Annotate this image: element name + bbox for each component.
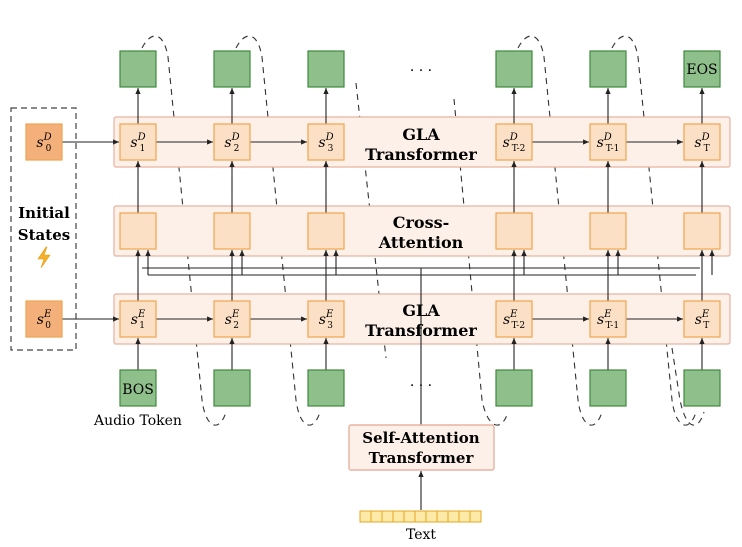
text-token-cell xyxy=(370,510,383,523)
output-token xyxy=(213,50,251,88)
cross-attention-node xyxy=(683,212,721,250)
text-token-cell xyxy=(425,510,438,523)
decoder-state-box xyxy=(589,123,627,161)
self-attention-box xyxy=(348,424,495,471)
audio-token-caption: Audio Token xyxy=(93,413,182,429)
text-token-cell xyxy=(359,510,372,523)
decoder-gla-title-line2: Transformer xyxy=(365,145,477,164)
connectors xyxy=(62,88,715,510)
output-tokens-ellipsis: · · · xyxy=(410,63,432,79)
text-token-cell xyxy=(436,510,449,523)
encoder-state-box xyxy=(119,300,157,338)
initial-encoder-state-box xyxy=(25,300,63,338)
bos-label: BOS xyxy=(122,382,154,398)
input-token xyxy=(683,369,721,407)
decoder-gla-title-line1: GLA xyxy=(402,125,440,144)
decoder-state-box xyxy=(307,123,345,161)
output-token xyxy=(589,50,627,88)
cross-attention-title-line1: Cross- xyxy=(393,213,450,232)
text-token-cell xyxy=(403,510,416,523)
feedback-loop-path xyxy=(141,35,227,426)
encoder-gla-title-line1: GLA xyxy=(402,301,440,320)
text-token-cell xyxy=(392,510,405,523)
text-token-cell xyxy=(469,510,482,523)
cross-attention-node xyxy=(119,212,157,250)
self-attention-title-line2: Transformer xyxy=(369,449,475,467)
feedback-loop-path xyxy=(453,98,509,426)
input-token xyxy=(495,369,533,407)
cross-attention-node xyxy=(589,212,627,250)
decoder-state-box xyxy=(683,123,721,161)
lightning-icon xyxy=(37,246,51,269)
feedback-loop-path xyxy=(611,35,697,426)
eos-label: EOS xyxy=(686,62,717,78)
text-token-cell xyxy=(458,510,471,523)
output-token xyxy=(495,50,533,88)
text-caption: Text xyxy=(406,527,436,543)
encoder-state-box xyxy=(307,300,345,338)
encoder-gla-title-line2: Transformer xyxy=(365,321,477,340)
input-token xyxy=(119,369,157,407)
decoder-state-box xyxy=(495,123,533,161)
initial-states-label-line1: Initial xyxy=(18,204,70,222)
initial-states-box xyxy=(10,107,77,351)
encoder-state-box xyxy=(589,300,627,338)
text-token-cell xyxy=(447,510,460,523)
input-token xyxy=(589,369,627,407)
encoder-state-box xyxy=(495,300,533,338)
feedback-loop-path xyxy=(517,35,603,426)
text-token-strip xyxy=(359,510,482,523)
feedback-loop-path xyxy=(235,35,321,426)
cross-attention-node xyxy=(495,212,533,250)
decoder-state-box xyxy=(119,123,157,161)
output-token xyxy=(683,50,721,88)
encoder-state-box xyxy=(683,300,721,338)
cross-attention-node xyxy=(307,212,345,250)
cross-attention-band xyxy=(113,205,731,257)
text-token-cell xyxy=(414,510,427,523)
output-token xyxy=(119,50,157,88)
initial-decoder-state-box xyxy=(25,123,63,161)
input-token xyxy=(307,369,345,407)
input-token xyxy=(213,369,251,407)
feedback-loop-path xyxy=(671,347,705,426)
encoder-state-box xyxy=(213,300,251,338)
decoder-state-box xyxy=(213,123,251,161)
initial-states-label-line2: States xyxy=(18,226,70,244)
output-token xyxy=(307,50,345,88)
self-attention-title-line1: Self-Attention xyxy=(362,429,480,447)
cross-attention-node xyxy=(213,212,251,250)
text-token-cell xyxy=(381,510,394,523)
input-tokens-ellipsis: · · · xyxy=(410,378,432,394)
cross-attention-title-line2: Attention xyxy=(378,233,464,252)
